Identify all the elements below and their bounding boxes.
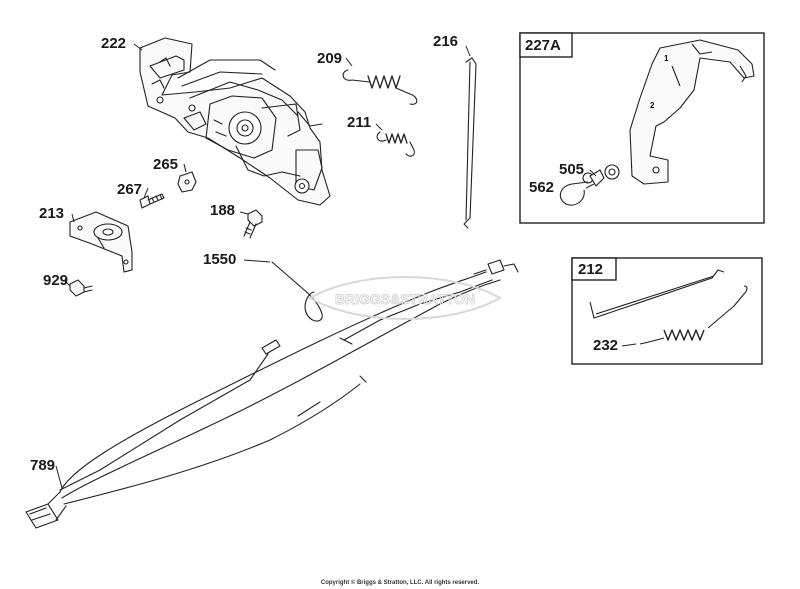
callout-188: 188 xyxy=(210,202,236,219)
callout-216: 216 xyxy=(433,33,459,50)
callout-1550: 1550 xyxy=(203,251,237,268)
brand-watermark: BRIGGS&STRATTON xyxy=(307,276,503,320)
rod-216-drawing xyxy=(463,57,477,229)
bracket-mark-2: 2 xyxy=(650,101,655,110)
spring-209-drawing xyxy=(342,69,418,105)
spring-211-drawing xyxy=(376,131,415,157)
plate-213-drawing xyxy=(69,211,133,273)
callout-211: 211 xyxy=(347,114,372,131)
bolt-188-drawing xyxy=(243,209,263,239)
callout-213: 213 xyxy=(39,205,65,222)
callout-232: 232 xyxy=(593,337,619,354)
callout-265: 265 xyxy=(153,156,179,173)
copyright-notice: Copyright © Briggs & Stratton, LLC. All … xyxy=(320,580,480,586)
callout-929: 929 xyxy=(43,272,69,289)
harness-789-drawing xyxy=(25,259,519,529)
callout-267: 267 xyxy=(117,181,143,198)
inset-label-227a: 227A xyxy=(525,37,561,54)
bracket-mark-1: 1 xyxy=(664,54,669,63)
callout-562: 562 xyxy=(529,179,555,196)
callout-222: 222 xyxy=(101,35,127,52)
control-bracket-drawing xyxy=(139,37,331,206)
inset-227a-box xyxy=(519,32,765,224)
callout-505: 505 xyxy=(559,161,585,178)
inset-label-212: 212 xyxy=(578,261,604,278)
inset-212-box xyxy=(571,257,763,365)
callout-209: 209 xyxy=(317,50,343,67)
clip-265-drawing xyxy=(177,171,197,193)
bolt-929-drawing xyxy=(69,279,93,297)
callout-789: 789 xyxy=(30,457,56,474)
svg-text:BRIGGS&STRATTON: BRIGGS&STRATTON xyxy=(335,291,475,307)
screw-267-drawing xyxy=(139,193,165,209)
wire-1550-drawing xyxy=(271,261,323,322)
